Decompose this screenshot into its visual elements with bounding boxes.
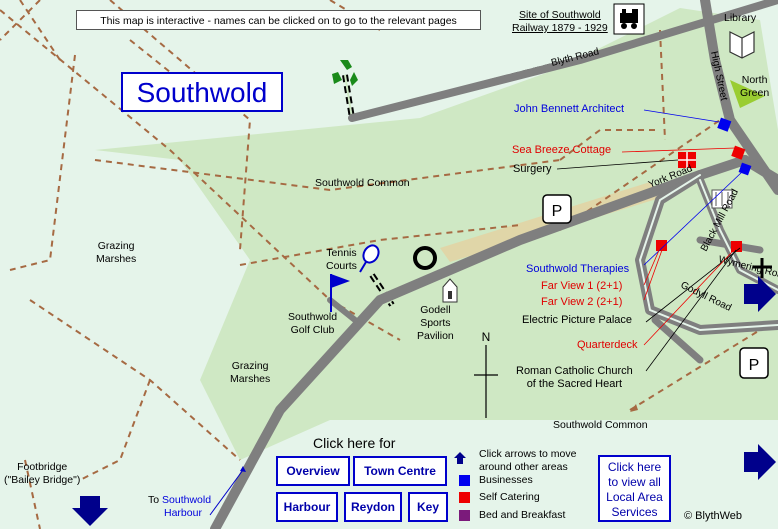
footbridge-label[interactable]: Footbridge("Bailey Bridge") <box>4 461 81 486</box>
legend-businesses-text: Businesses <box>479 474 533 486</box>
marker-far-view[interactable] <box>656 240 667 251</box>
svg-text:P: P <box>749 357 760 374</box>
marker-sea-breeze[interactable] <box>731 145 746 160</box>
legend-business-icon <box>459 475 470 486</box>
southwold-therapies-link[interactable]: Southwold Therapies <box>526 263 630 275</box>
recycling-icon[interactable] <box>332 60 358 86</box>
harbour-link-label[interactable]: To Southwold Harbour <box>148 494 212 519</box>
john-bennett-link[interactable]: John Bennett Architect <box>514 103 625 115</box>
tennis-racket-icon[interactable] <box>359 243 382 273</box>
legend-bnb-icon <box>459 510 470 521</box>
southwold-common-label: Southwold Common <box>315 177 410 189</box>
north-green[interactable] <box>730 80 765 108</box>
legend-bnb-text: Bed and Breakfast <box>479 509 566 521</box>
library-label[interactable]: Library <box>724 12 757 24</box>
southwold-common-south-label: Southwold Common <box>553 419 648 431</box>
arrow-east-lower[interactable] <box>744 444 776 480</box>
railway-label[interactable]: Site of Southwold Railway 1879 - 1929 <box>512 9 608 34</box>
interactive-notice: This map is interactive - names can be c… <box>76 10 481 30</box>
north-label: N <box>482 330 491 344</box>
surgery-label[interactable]: Surgery <box>513 163 552 175</box>
quarterdeck-link[interactable]: Quarterdeck <box>577 339 638 351</box>
nav-heading: Click here for <box>313 435 396 451</box>
common-direction-arrow <box>630 404 638 412</box>
roundabout-icon <box>413 246 437 270</box>
harbour-button[interactable]: Harbour <box>276 492 338 522</box>
svg-text:P: P <box>552 203 563 220</box>
map-title[interactable]: Southwold <box>121 72 283 112</box>
copyright-label[interactable]: © BlythWeb <box>684 510 743 522</box>
overview-button[interactable]: Overview <box>276 456 350 486</box>
pavilion-icon[interactable] <box>442 278 458 303</box>
reydon-button[interactable]: Reydon <box>344 492 402 522</box>
parking-sign-common[interactable]: P <box>542 194 572 224</box>
far-view-2-link[interactable]: Far View 2 (2+1) <box>541 296 623 308</box>
electric-picture-palace-label[interactable]: Electric Picture Palace <box>522 314 633 326</box>
golf-flag-icon[interactable] <box>330 274 350 312</box>
far-view-1-link[interactable]: Far View 1 (2+1) <box>541 280 623 292</box>
arrow-south[interactable] <box>72 496 108 526</box>
marker-john-bennett[interactable] <box>717 117 732 132</box>
sea-breeze-link[interactable]: Sea Breeze Cottage <box>512 144 612 156</box>
key-button[interactable]: Key <box>408 492 448 522</box>
library-icon[interactable] <box>729 31 755 59</box>
church-cross-icon[interactable] <box>753 258 772 278</box>
legend-self-catering-icon <box>459 492 470 503</box>
arrow-east-upper[interactable] <box>744 276 776 312</box>
marker-quarterdeck[interactable] <box>731 241 742 252</box>
train-icon[interactable] <box>613 3 645 35</box>
footpaths <box>0 0 761 529</box>
north-arrow-icon <box>474 345 498 418</box>
legend-arrow-icon <box>454 452 466 464</box>
town-centre-button[interactable]: Town Centre <box>353 456 447 486</box>
legend-self-catering-text: Self Catering <box>479 491 540 503</box>
harbour-direction-arrow[interactable] <box>209 466 246 516</box>
parking-sign-town[interactable]: P <box>739 347 769 379</box>
